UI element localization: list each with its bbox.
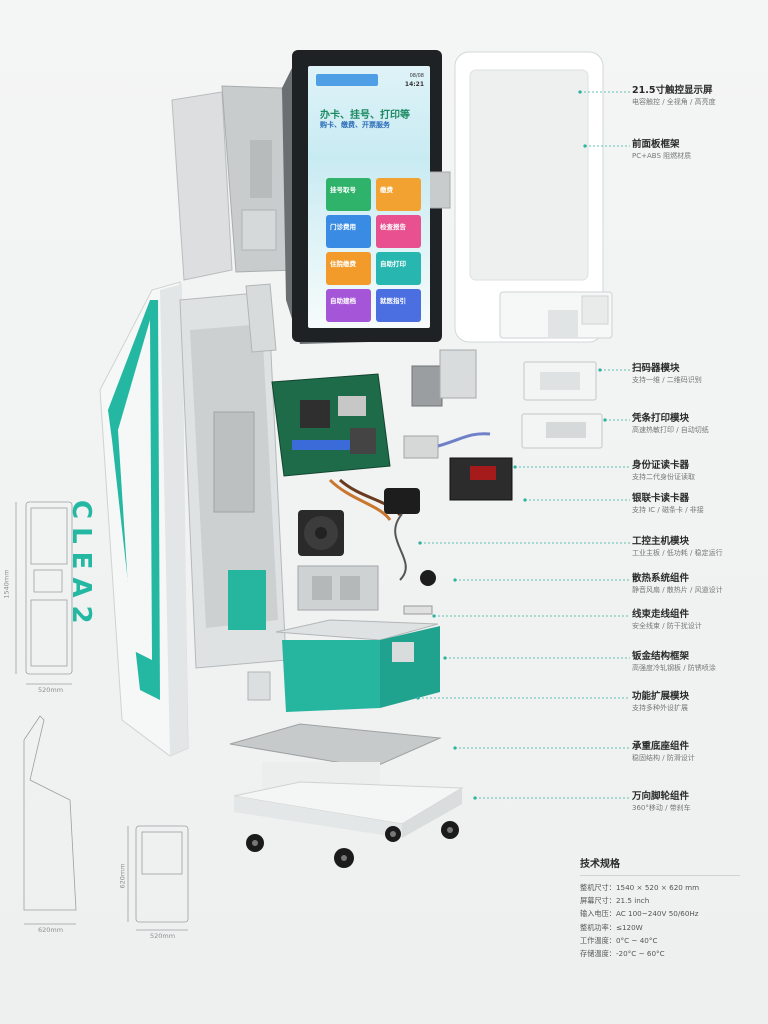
callout-subtitle: 工业主板 / 低功耗 / 稳定运行: [632, 549, 723, 557]
screen-tile[interactable]: 缴费: [376, 178, 421, 211]
callout-title: 承重底座组件: [632, 741, 690, 752]
callout-label: 承重底座组件稳固结构 / 防滑设计: [632, 740, 762, 764]
spec-row: 工作温度：0°C ~ 40°C: [580, 935, 658, 945]
tech-specs: 技术规格 整机尺寸：1540 × 520 × 620 mm 屏幕尺寸：21.5 i…: [580, 855, 740, 960]
dim-top-height: 620mm: [118, 863, 127, 889]
screen-time: 14:21: [404, 81, 424, 88]
front-view-drawing: [15, 501, 73, 685]
screen-tile[interactable]: 挂号取号: [326, 178, 371, 211]
screen-tile[interactable]: 门诊费用: [326, 215, 371, 248]
spec-row: 输入电压：AC 100~240V 50/60Hz: [580, 909, 699, 919]
inner-cabinet-frame: [179, 283, 287, 669]
callout-label: 扫码器模块支持一维 / 二维码识别: [632, 362, 762, 386]
leader-lines: [418, 91, 630, 799]
screen-subline: 购卡、缴费、开票服务: [320, 121, 390, 129]
rear-metal-bracket: [171, 85, 297, 281]
spec-row: 整机尺寸：1540 × 520 × 620 mm: [580, 883, 700, 892]
spec-row: 存储温度：-20°C ~ 60°C: [580, 949, 665, 959]
callout-title: 凭条打印模块: [632, 413, 690, 424]
spec-row: 屏幕尺寸：21.5 inch: [580, 896, 650, 906]
sheet-metal-box: [275, 619, 440, 712]
callout-title: 万向脚轮组件: [632, 791, 690, 802]
dim-front-height: 1540mm: [2, 569, 11, 599]
screen-tile[interactable]: 住院缴费: [326, 252, 371, 285]
callout-title: 散热系统组件: [632, 573, 690, 584]
callout-subtitle: 支持二代身份证读取: [632, 473, 695, 481]
callout-subtitle: 支持一维 / 二维码识别: [632, 376, 702, 384]
callout-subtitle: 支持多种外设扩展: [632, 704, 688, 712]
callout-label: 钣金结构框架高强度冷轧钢板 / 防锈喷涂: [632, 650, 762, 674]
callout-title: 银联卡读卡器: [632, 493, 690, 504]
callout-title: 钣金结构框架: [632, 651, 690, 662]
callout-label: 功能扩展模块支持多种外设扩展: [632, 690, 762, 714]
callout-subtitle: 电容触控 / 全视角 / 高亮度: [632, 98, 716, 106]
side-cabinet-panel: [99, 281, 189, 757]
callout-title: 身份证读卡器: [632, 460, 690, 471]
callout-title: 线束走线组件: [632, 609, 690, 620]
dim-top-width: 520mm: [150, 932, 176, 940]
mainboard: [271, 373, 391, 477]
dim-front-width: 520mm: [38, 686, 64, 694]
callout-label: 前面板框架 PC+ABS 阻燃材质: [632, 138, 762, 162]
screen-tile[interactable]: 自助建档: [326, 289, 371, 322]
screen-date: 08/08: [409, 73, 424, 79]
base-assembly: [229, 723, 464, 838]
callout-subtitle: 稳固结构 / 防滑设计: [632, 754, 695, 762]
screen-tile[interactable]: 自助打印: [376, 252, 421, 285]
callout-subtitle: 高速热敏打印 / 自动切纸: [632, 426, 709, 434]
screen-tile[interactable]: 就医指引: [376, 289, 421, 322]
callout-label: 工控主机模块工业主板 / 低功耗 / 稳定运行: [632, 535, 762, 559]
callout-label: 21.5寸触控显示屏电容触控 / 全视角 / 高亮度: [632, 84, 762, 108]
scanner-parts: [411, 349, 477, 407]
side-view-drawing: [23, 715, 77, 925]
screen-tile[interactable]: 检查报告: [376, 215, 421, 248]
front-panel-frame: [454, 51, 613, 343]
callout-subtitle: 360°移动 / 带刹车: [632, 804, 691, 812]
callout-subtitle: PC+ABS 阻燃材质: [632, 152, 692, 160]
callout-subtitle: 静音风扇 / 散热片 / 风道设计: [632, 586, 723, 594]
callout-label: 散热系统组件静音风扇 / 散热片 / 风道设计: [632, 572, 762, 596]
callout-subtitle: 安全线束 / 防干扰设计: [632, 622, 702, 630]
screen-header-bar: [316, 74, 378, 86]
screen-ui: 08/08 14:21 办卡、挂号、打印等 购卡、缴费、开票服务 挂号取号缴费门…: [308, 66, 430, 328]
callout-subtitle: 高强度冷轧钢板 / 防锈喷涂: [632, 664, 716, 672]
spec-row: 整机功率：≤120W: [580, 922, 643, 932]
side-logo: CLEA2: [66, 500, 96, 632]
callout-title: 扫码器模块: [632, 363, 680, 374]
callout-label: 凭条打印模块高速热敏打印 / 自动切纸: [632, 412, 762, 436]
callout-label: 线束走线组件安全线束 / 防干扰设计: [632, 608, 762, 632]
screen-headline: 办卡、挂号、打印等: [320, 110, 410, 121]
specs-heading: 技术规格: [580, 855, 740, 876]
metal-tray: [297, 565, 379, 611]
side-clip: [247, 671, 271, 701]
cooling-fan: [298, 510, 344, 556]
casters: [246, 821, 459, 868]
kiosk-screen: 08/08 14:21 办卡、挂号、打印等 购卡、缴费、开票服务 挂号取号缴费门…: [300, 58, 438, 338]
callout-title: 功能扩展模块: [632, 691, 690, 702]
callout-title: 工控主机模块: [632, 536, 690, 547]
callout-label: 银联卡读卡器支持 IC / 磁条卡 / 非接: [632, 492, 762, 516]
callout-subtitle: 支持 IC / 磁条卡 / 非接: [632, 506, 704, 514]
dim-side-depth: 620mm: [38, 926, 64, 934]
wire-harness: [328, 478, 436, 615]
callout-label: 身份证读卡器支持二代身份证读取: [632, 459, 762, 483]
top-view-drawing: [127, 825, 189, 931]
callout-label: 万向脚轮组件 360°移动 / 带刹车: [632, 790, 762, 814]
callout-title: 21.5寸触控显示屏: [632, 85, 713, 96]
card-readers: [403, 432, 513, 501]
callout-title: 前面板框架: [632, 139, 680, 150]
